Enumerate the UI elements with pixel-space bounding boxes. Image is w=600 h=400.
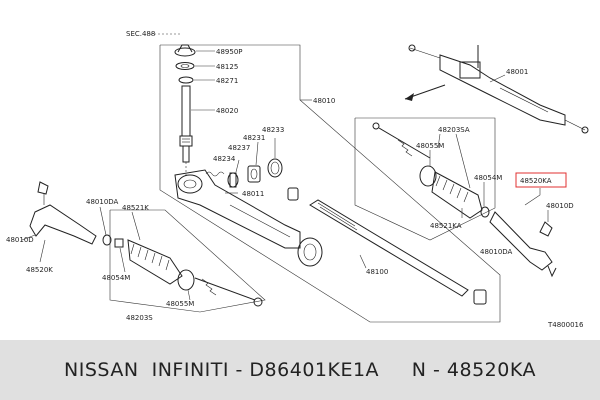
diagram-code: T4800016 <box>547 321 584 329</box>
part-48271 <box>178 76 194 84</box>
label-48203SA: 48203SA <box>438 126 470 134</box>
label-48020: 48020 <box>216 107 238 115</box>
label-48521K: 48521K <box>122 204 149 212</box>
label-48010: 48010 <box>313 97 335 105</box>
label-sec: SEC.488 <box>126 30 155 38</box>
label-48010D-right: 48010D <box>546 202 574 210</box>
part-number-text: NISSAN INFINITI - D86401KE1A N - 48520KA <box>64 359 536 381</box>
part-48520KA <box>489 211 557 278</box>
part-48234 <box>205 171 225 177</box>
part-48233 <box>267 158 283 178</box>
part-48020 <box>179 85 193 163</box>
part-48055M-right <box>419 165 437 187</box>
part-48010DA-left <box>102 234 112 246</box>
tie-rod-left-inner <box>194 277 263 307</box>
label-48520KA: 48520KA <box>520 177 552 185</box>
label-48055M-right: 48055M <box>416 142 444 150</box>
label-48950P: 48950P <box>216 48 243 56</box>
part-48054M-right <box>480 206 490 218</box>
label-48520K: 48520K <box>26 266 53 274</box>
part-48520K <box>29 181 97 245</box>
highlight-box <box>515 172 567 188</box>
label-48054M-left: 48054M <box>102 274 130 282</box>
boot-frame-left <box>109 209 266 313</box>
part-48054M-left <box>114 238 124 248</box>
parts-diagram: SEC.488 48950P 48125 48271 48020 48010 4… <box>6 30 589 329</box>
part-48231 <box>247 165 261 183</box>
label-48233: 48233 <box>262 126 284 134</box>
part-48521K <box>127 239 183 285</box>
label-48054M-right: 48054M <box>474 174 502 182</box>
label-48237: 48237 <box>228 144 250 152</box>
part-48011 <box>174 169 323 267</box>
label-48001: 48001 <box>506 68 528 76</box>
label-48100: 48100 <box>366 268 388 276</box>
part-48001 <box>408 44 589 134</box>
label-48271: 48271 <box>216 77 238 85</box>
label-48010DA-right: 48010DA <box>480 248 513 256</box>
part-48125 <box>175 62 195 70</box>
part-number-bar: NISSAN INFINITI - D86401KE1A N - 48520KA <box>0 340 600 400</box>
boot-frame-right <box>354 117 496 241</box>
part-48950P <box>174 47 196 57</box>
label-48125: 48125 <box>216 63 238 71</box>
label-48231: 48231 <box>243 134 265 142</box>
label-48521KA: 48521KA <box>430 222 462 230</box>
part-48100 <box>287 187 487 305</box>
label-48010DA-left: 48010DA <box>86 198 119 206</box>
label-48055M-left: 48055M <box>166 300 194 308</box>
label-48011: 48011 <box>242 190 264 198</box>
rack-frame <box>159 44 501 323</box>
label-48010D-left: 48010D <box>6 236 34 244</box>
part-48521KA <box>431 171 483 219</box>
label-48203S: 48203S <box>126 314 153 322</box>
label-48234: 48234 <box>213 155 236 163</box>
part-48055M-left <box>177 269 195 291</box>
tie-rod-right-inner <box>372 122 431 159</box>
